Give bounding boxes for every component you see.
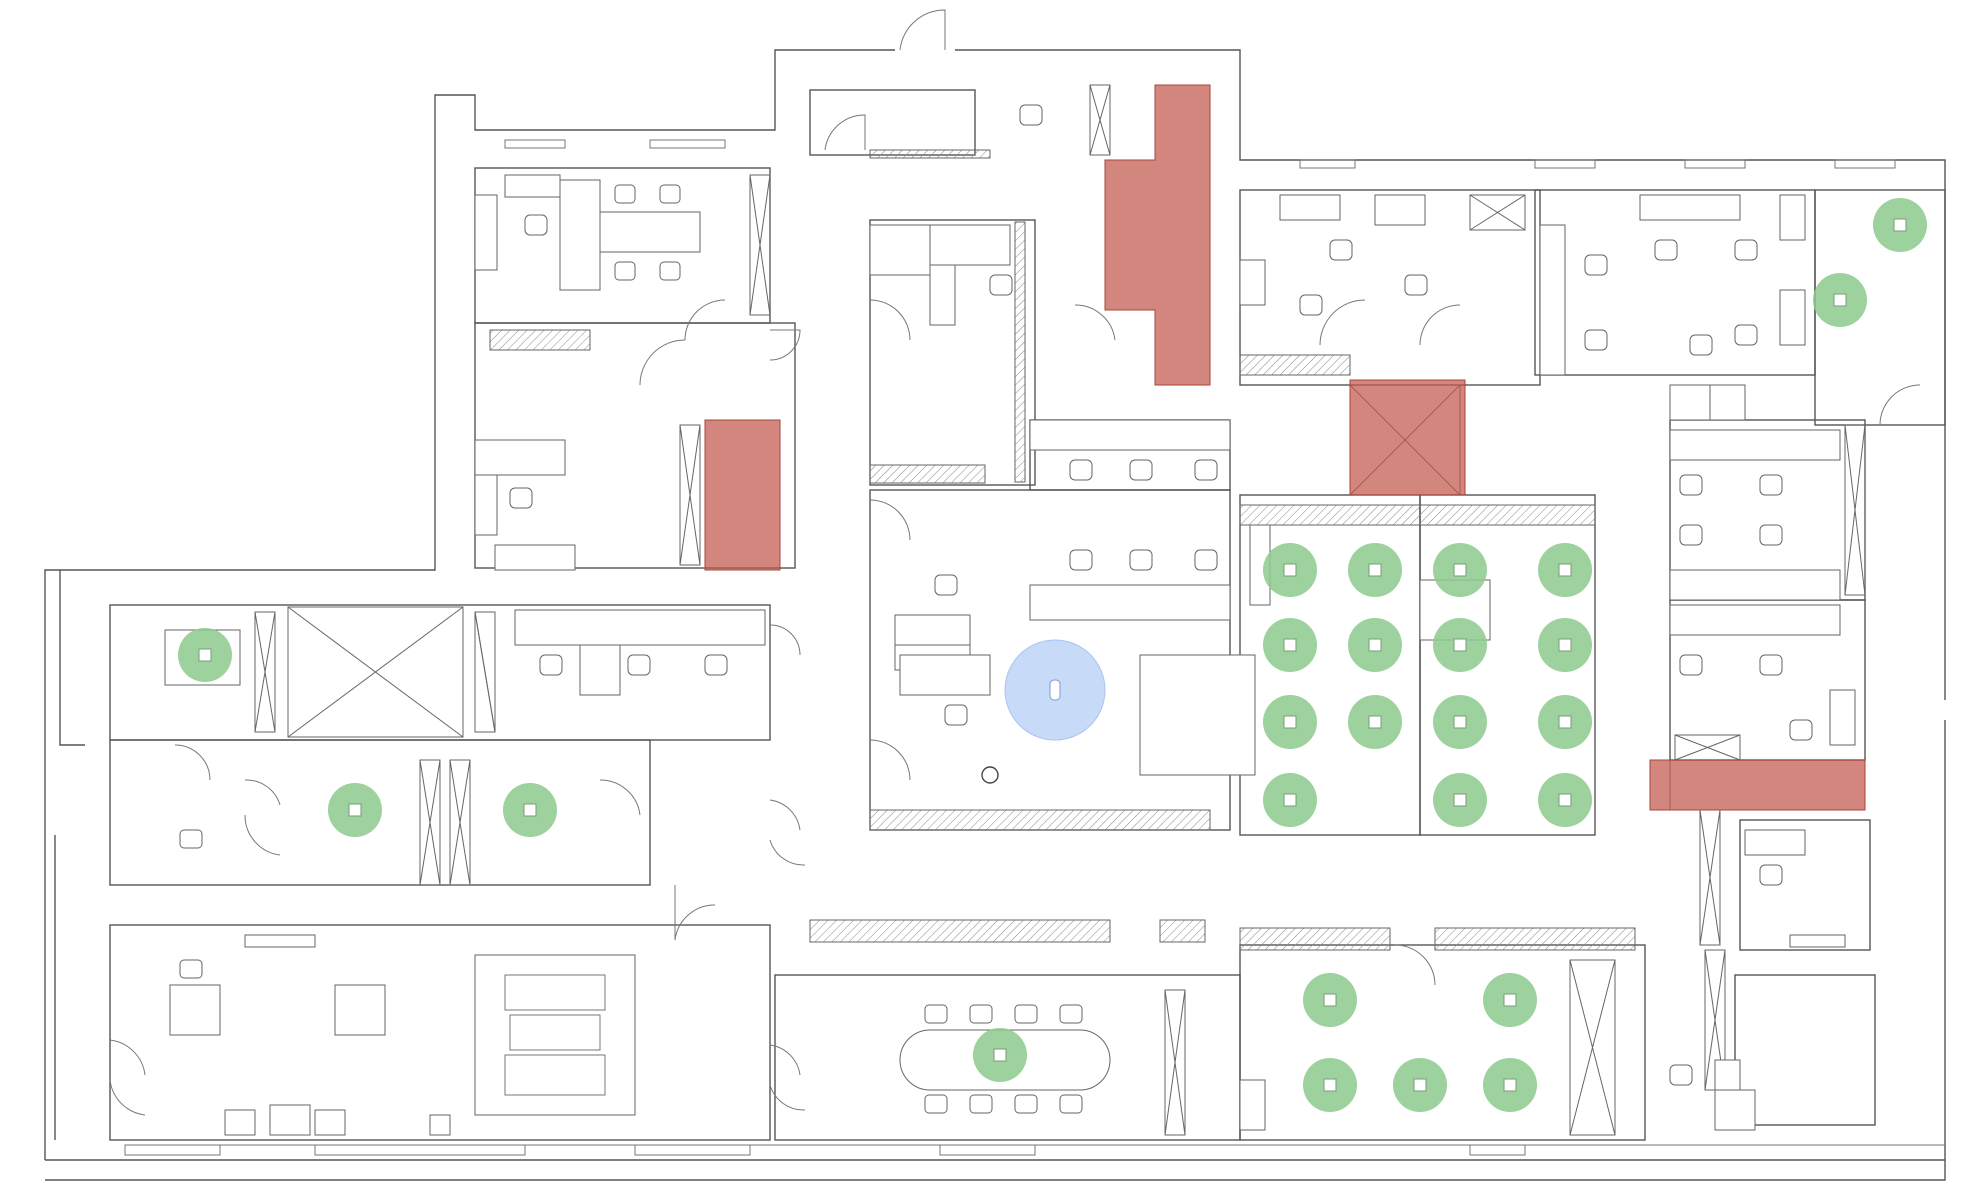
device-glyph-icon — [1323, 1078, 1337, 1092]
device-glyph-icon — [1453, 715, 1467, 729]
device-glyph-icon — [1368, 563, 1382, 577]
device-glyph-icon — [1283, 638, 1297, 652]
red-highlight-zone — [1104, 84, 1211, 386]
chairs — [179, 104, 1813, 1136]
doors — [109, 9, 1921, 1116]
device-glyph-icon — [1893, 218, 1907, 232]
red-highlight-zone — [704, 419, 781, 571]
device-glyph-icon — [1558, 638, 1572, 652]
device-glyph-icon — [1368, 715, 1382, 729]
red-highlight-zone — [1649, 759, 1866, 811]
device-glyph-icon — [1453, 793, 1467, 807]
device-glyph-icon — [1503, 1078, 1517, 1092]
device-glyph-icon — [1453, 638, 1467, 652]
device-glyph-icon — [1283, 563, 1297, 577]
tables — [164, 524, 1491, 1116]
device-glyph-icon — [1283, 715, 1297, 729]
device-glyph-icon — [1833, 293, 1847, 307]
device-glyph-icon — [1558, 563, 1572, 577]
device-glyph-icon — [1368, 638, 1382, 652]
blue-zones — [981, 639, 1106, 784]
shafts — [254, 84, 1866, 1136]
device-glyph-icon — [1323, 993, 1337, 1007]
device-glyph-icon — [993, 1048, 1007, 1062]
windows — [124, 139, 1896, 1156]
device-glyph-icon — [1413, 1078, 1427, 1092]
device-glyph-icon — [523, 803, 537, 817]
device-glyph-icon — [348, 803, 362, 817]
device-glyph-icon — [1558, 715, 1572, 729]
device-glyph-icon — [198, 648, 212, 662]
desks — [244, 174, 1856, 1131]
highlight-zones — [704, 84, 1866, 811]
device-markers — [178, 198, 1927, 1112]
device-glyph-icon — [1503, 993, 1517, 1007]
device-glyph-icon — [1283, 793, 1297, 807]
hatched-partitions — [489, 149, 1636, 951]
device-glyph-icon — [1453, 563, 1467, 577]
red-highlight-zone — [1349, 379, 1466, 496]
device-glyph-icon — [1558, 793, 1572, 807]
